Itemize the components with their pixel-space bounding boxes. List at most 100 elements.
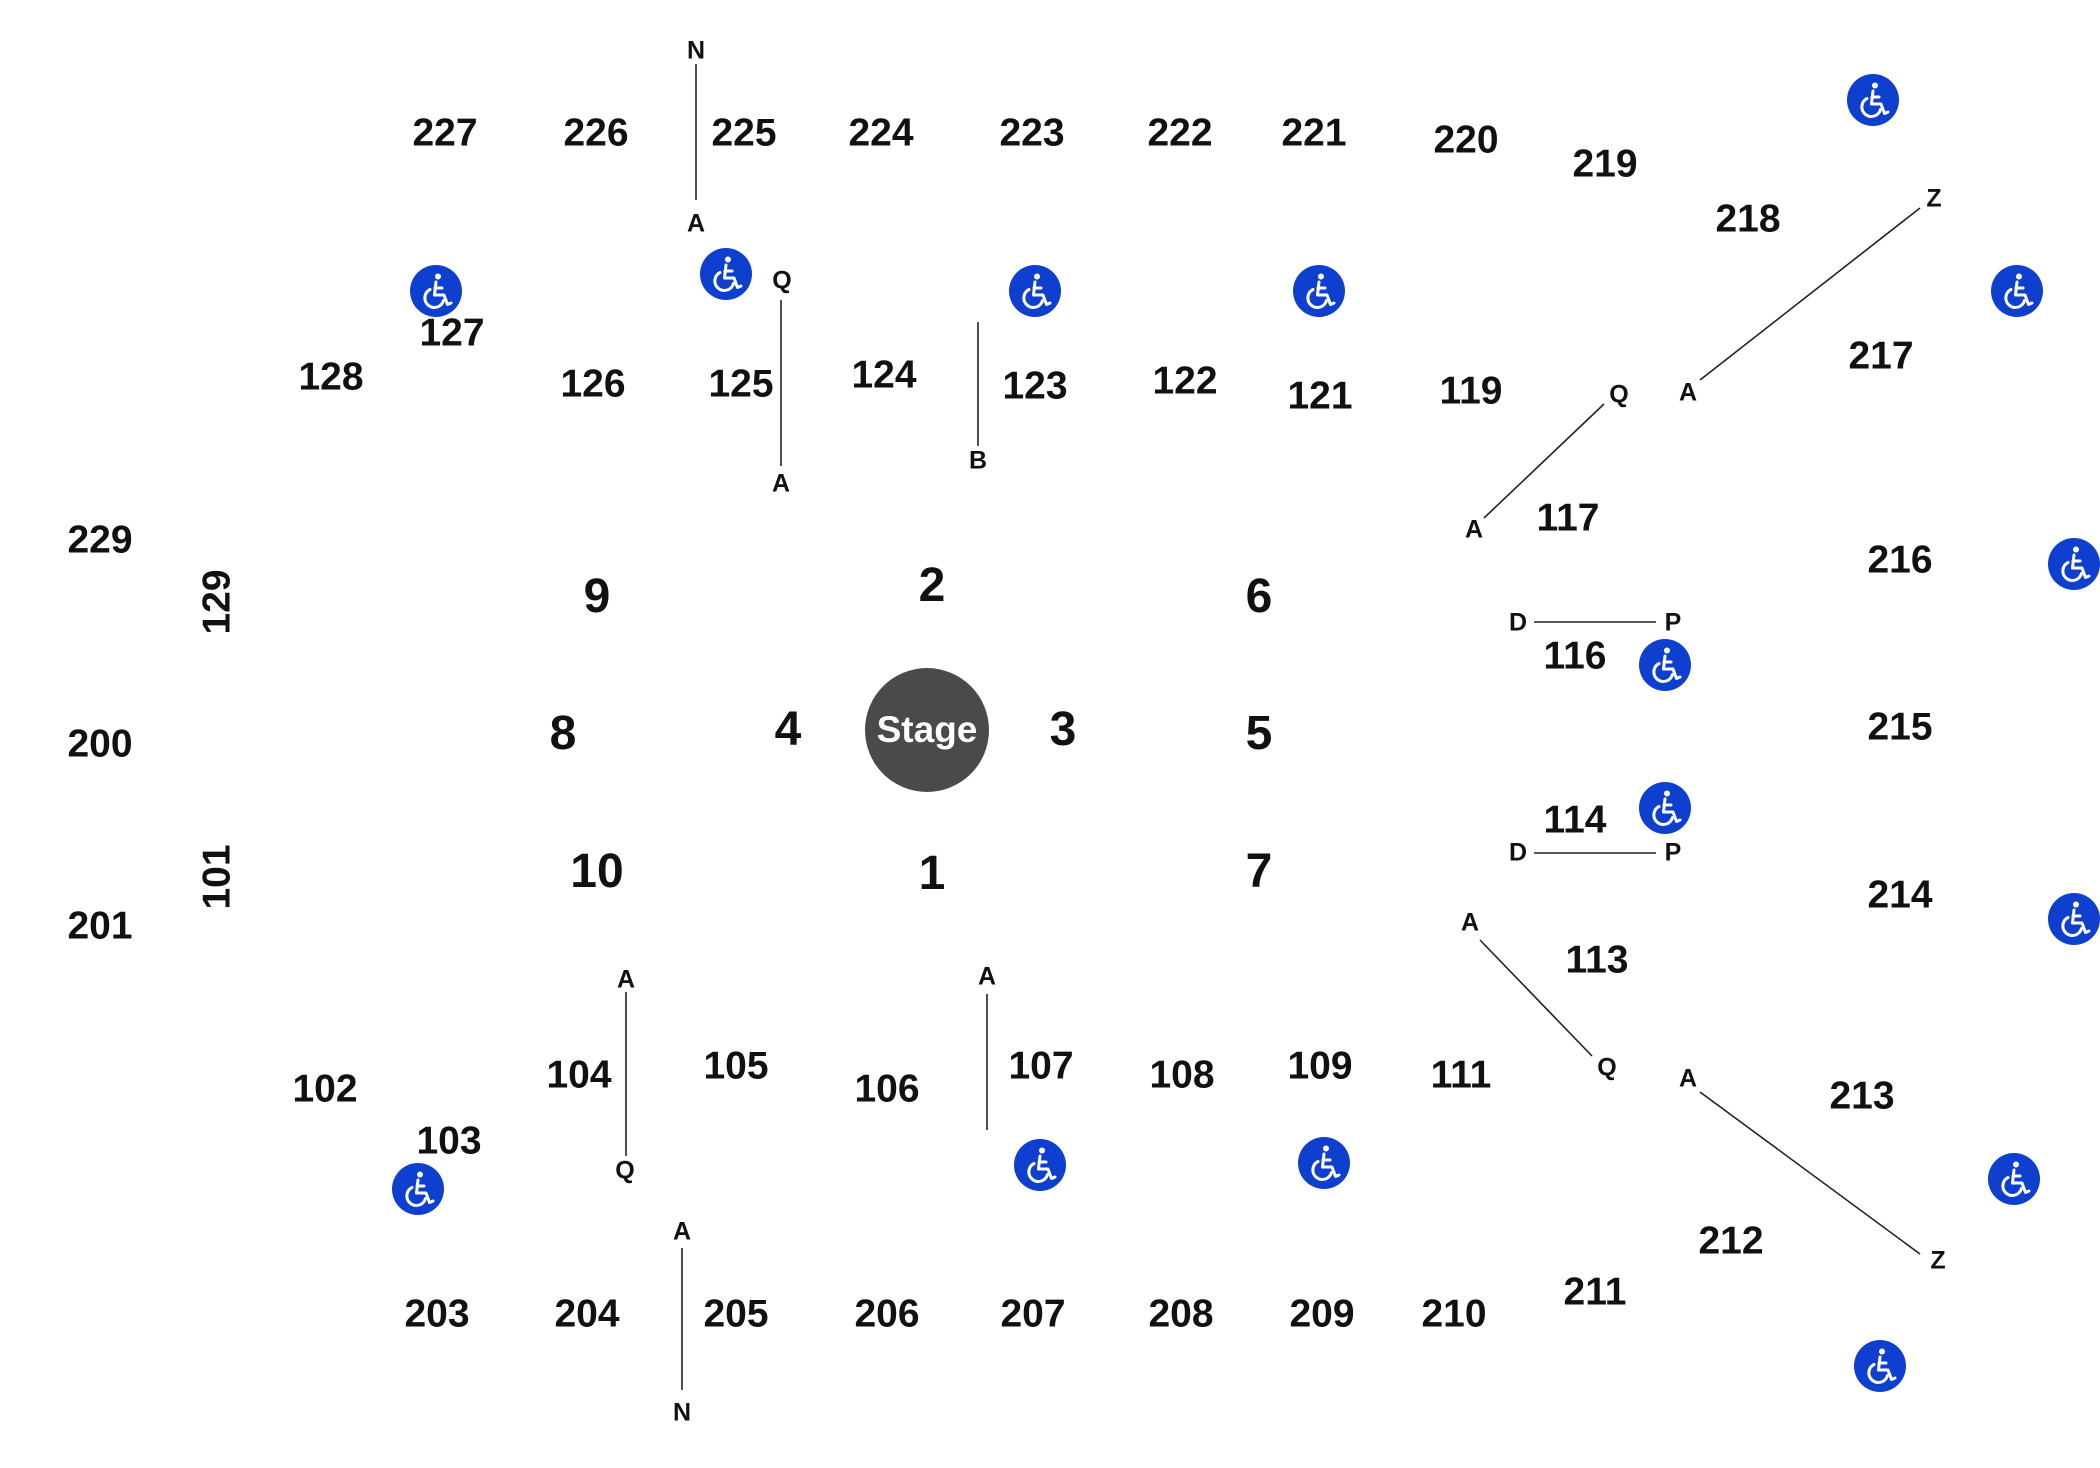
floor-section-10[interactable]: 10	[570, 845, 624, 898]
section-114[interactable]: 114	[1543, 798, 1607, 842]
section-105[interactable]: 105	[703, 1044, 769, 1088]
row-label: D	[1508, 838, 1528, 867]
row-line-218	[1699, 207, 1921, 381]
section-221[interactable]: 221	[1281, 111, 1347, 155]
section-227[interactable]: 227	[412, 111, 478, 155]
floor-section-2[interactable]: 2	[918, 559, 946, 612]
section-220[interactable]: 220	[1433, 118, 1499, 162]
section-102[interactable]: 102	[292, 1067, 358, 1111]
row-label: Q	[1609, 380, 1629, 409]
row-label: Q	[615, 1156, 635, 1185]
section-217[interactable]: 217	[1848, 334, 1914, 378]
section-219[interactable]: 219	[1572, 142, 1638, 186]
floor-section-9[interactable]: 9	[583, 570, 611, 623]
row-label: N	[686, 36, 706, 65]
section-200[interactable]: 200	[67, 722, 133, 766]
section-216[interactable]: 216	[1867, 538, 1933, 582]
row-label: P	[1664, 838, 1682, 867]
section-225[interactable]: 225	[711, 111, 777, 155]
floor-section-6[interactable]: 6	[1245, 570, 1273, 623]
section-203[interactable]: 203	[404, 1292, 470, 1336]
row-label: A	[616, 965, 636, 994]
section-204[interactable]: 204	[554, 1292, 620, 1336]
section-229[interactable]: 229	[67, 518, 133, 562]
section-111[interactable]: 111	[1430, 1053, 1492, 1097]
row-label: Q	[772, 266, 792, 295]
wheelchair-icon[interactable]	[1854, 1340, 1906, 1392]
section-116[interactable]: 116	[1543, 634, 1607, 678]
stage: Stage	[865, 668, 989, 792]
wheelchair-icon[interactable]	[392, 1163, 444, 1215]
wheelchair-icon[interactable]	[1014, 1139, 1066, 1191]
section-209[interactable]: 209	[1289, 1292, 1355, 1336]
section-113[interactable]: 113	[1565, 938, 1629, 982]
section-107[interactable]: 107	[1008, 1044, 1074, 1088]
section-129[interactable]: 129	[195, 569, 239, 635]
section-124[interactable]: 124	[851, 353, 917, 397]
wheelchair-icon[interactable]	[1991, 265, 2043, 317]
wheelchair-icon[interactable]	[410, 265, 462, 317]
floor-section-1[interactable]: 1	[918, 847, 946, 900]
section-103[interactable]: 103	[416, 1119, 482, 1163]
row-label: Q	[1597, 1053, 1617, 1082]
section-214[interactable]: 214	[1867, 873, 1933, 917]
wheelchair-icon[interactable]	[1639, 639, 1691, 691]
section-126[interactable]: 126	[560, 362, 626, 406]
wheelchair-icon[interactable]	[1639, 782, 1691, 834]
floor-section-3[interactable]: 3	[1049, 703, 1077, 756]
floor-section-5[interactable]: 5	[1245, 707, 1273, 760]
wheelchair-icon[interactable]	[1298, 1137, 1350, 1189]
row-line-117	[1483, 403, 1605, 519]
section-224[interactable]: 224	[848, 111, 914, 155]
section-117[interactable]: 117	[1536, 496, 1600, 540]
wheelchair-icon[interactable]	[1988, 1153, 2040, 1205]
section-122[interactable]: 122	[1152, 359, 1218, 403]
floor-section-8[interactable]: 8	[549, 707, 577, 760]
row-label: P	[1664, 608, 1682, 637]
section-210[interactable]: 210	[1421, 1292, 1487, 1336]
section-207[interactable]: 207	[1000, 1292, 1066, 1336]
section-201[interactable]: 201	[67, 904, 133, 948]
row-label: B	[968, 446, 988, 475]
section-208[interactable]: 208	[1148, 1292, 1214, 1336]
section-212[interactable]: 212	[1698, 1219, 1764, 1263]
section-101[interactable]: 101	[195, 844, 239, 910]
section-128[interactable]: 128	[298, 355, 364, 399]
row-label: Z	[1930, 1246, 1946, 1275]
row-label: A	[1678, 1064, 1698, 1093]
section-109[interactable]: 109	[1287, 1044, 1353, 1088]
section-119[interactable]: 119	[1439, 369, 1503, 413]
section-205[interactable]: 205	[703, 1292, 769, 1336]
wheelchair-icon[interactable]	[700, 248, 752, 300]
section-206[interactable]: 206	[854, 1292, 920, 1336]
section-226[interactable]: 226	[563, 111, 629, 155]
section-215[interactable]: 215	[1867, 705, 1933, 749]
section-222[interactable]: 222	[1147, 111, 1213, 155]
floor-section-4[interactable]: 4	[774, 703, 802, 756]
section-106[interactable]: 106	[854, 1067, 920, 1111]
wheelchair-icon[interactable]	[2048, 893, 2100, 945]
wheelchair-icon[interactable]	[1293, 265, 1345, 317]
section-123[interactable]: 123	[1002, 364, 1068, 408]
section-127[interactable]: 127	[419, 311, 485, 355]
row-label: D	[1508, 608, 1528, 637]
section-104[interactable]: 104	[546, 1053, 612, 1097]
row-label: Z	[1926, 184, 1942, 213]
floor-section-7[interactable]: 7	[1245, 845, 1273, 898]
section-121[interactable]: 121	[1287, 374, 1353, 418]
row-label: N	[672, 1398, 692, 1427]
section-125[interactable]: 125	[708, 362, 774, 406]
row-label: A	[771, 469, 791, 498]
wheelchair-icon[interactable]	[2048, 538, 2100, 590]
row-label: A	[672, 1217, 692, 1246]
section-223[interactable]: 223	[999, 111, 1065, 155]
wheelchair-icon[interactable]	[1847, 74, 1899, 126]
section-218[interactable]: 218	[1715, 197, 1781, 241]
row-label: A	[1460, 908, 1480, 937]
section-211[interactable]: 211	[1563, 1270, 1627, 1314]
section-108[interactable]: 108	[1149, 1053, 1215, 1097]
section-213[interactable]: 213	[1829, 1074, 1895, 1118]
row-label: A	[1678, 378, 1698, 407]
wheelchair-icon[interactable]	[1009, 265, 1061, 317]
